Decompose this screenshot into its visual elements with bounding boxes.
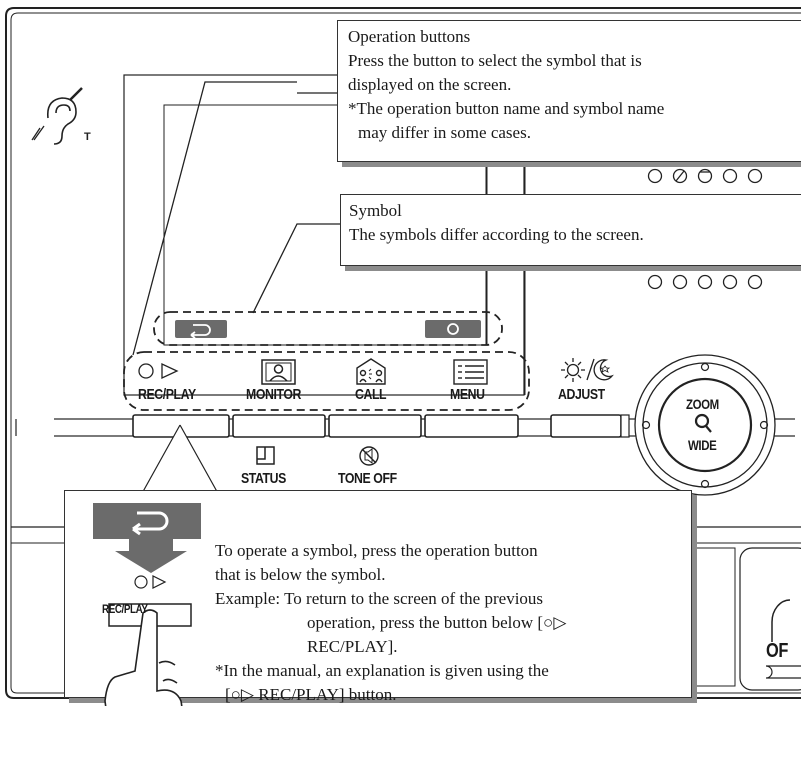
svg-text:T: T	[84, 131, 91, 143]
status-label: STATUS	[241, 470, 286, 487]
menu-icon	[453, 359, 488, 385]
adjust-label: ADJUST	[558, 386, 605, 403]
zoom-icon	[694, 413, 712, 433]
back-arrow-icon	[132, 511, 169, 536]
menu-label: MENU	[450, 386, 485, 403]
down-arrow-icon	[115, 539, 187, 573]
wide-label: WIDE	[688, 437, 717, 453]
example-text1: To return to the screen of the previous	[284, 589, 544, 608]
monitor-icon	[261, 359, 296, 385]
zoom-label: ZOOM	[686, 396, 719, 412]
back-arrow-icon	[190, 324, 211, 338]
symbol-title: Symbol	[349, 201, 402, 220]
operation-buttons-line2: displayed on the screen.	[348, 75, 512, 94]
pointing-hand-icon	[104, 609, 183, 706]
example-line2: that is below the symbol.	[215, 565, 386, 584]
example-callout: REC/PLAY To operate a symbol, press the …	[64, 490, 692, 706]
call-icon	[356, 358, 386, 385]
back-arrow-symbol	[175, 320, 227, 338]
symbol-callout: Symbol The symbols differ according to t…	[340, 194, 801, 266]
monitor-label: MONITOR	[246, 386, 301, 403]
example-text3: REC/PLAY].	[307, 637, 398, 656]
operation-buttons-note2: may differ in some cases.	[358, 123, 531, 142]
example-line1: To operate a symbol, press the operation…	[215, 541, 538, 560]
status-icon	[256, 446, 275, 465]
example-label: Example:	[215, 589, 281, 608]
example-note1: *In the manual, an explanation is given …	[215, 661, 549, 680]
operation-buttons-callout: Operation buttons Press the button to se…	[337, 20, 801, 162]
tone-off-label: TONE OFF	[338, 470, 397, 487]
call-label: CALL	[355, 386, 387, 403]
operation-buttons-title: Operation buttons	[348, 27, 471, 46]
example-note2: [○▷ REC/PLAY] button.	[225, 685, 397, 704]
example-text2: operation, press the button below [○▷	[307, 613, 567, 632]
circle-symbol	[425, 320, 481, 338]
off-switch-label: OF	[766, 640, 788, 662]
brightness-icon	[561, 358, 614, 382]
example-button-label: REC/PLAY	[102, 602, 148, 616]
rec-play-label: REC/PLAY	[138, 386, 196, 403]
hearing-loop-icon: T	[31, 87, 91, 145]
symbol-line1: The symbols differ according to the scre…	[349, 225, 644, 244]
rec-play-icon	[138, 362, 179, 380]
example-illustration	[93, 503, 201, 706]
operation-buttons-note1: *The operation button name and symbol na…	[348, 99, 665, 118]
tone-off-icon	[359, 446, 379, 466]
operation-buttons-line1: Press the button to select the symbol th…	[348, 51, 642, 70]
circle-symbol-icon	[447, 323, 459, 335]
